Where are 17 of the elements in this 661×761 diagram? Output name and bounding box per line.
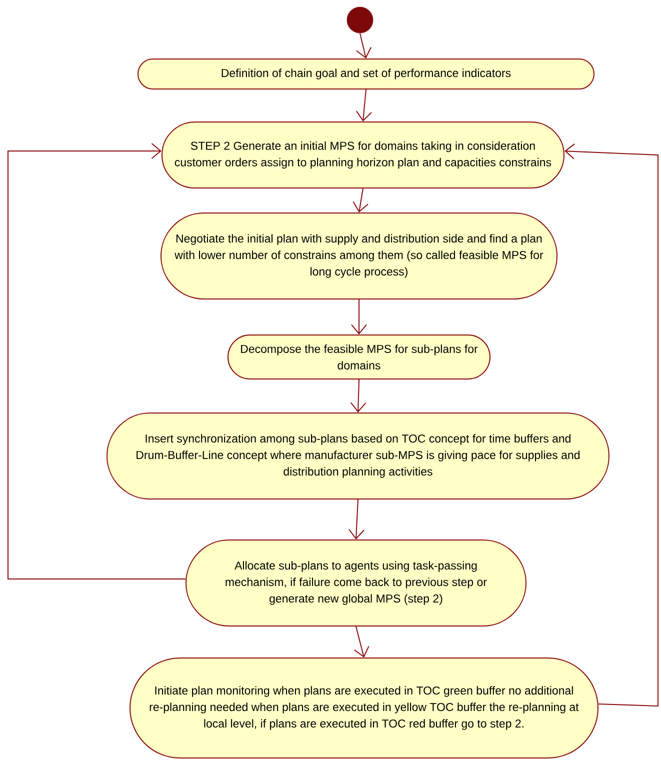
activity-box: Definition of chain goal and set of performance indicators: [138, 58, 594, 90]
arrow: [8, 143, 186, 580]
arrow: [354, 626, 370, 658]
activity-box: Allocate sub-plans to agents using task-passing mechanism, if failure come back to previous step or generate new global MPS (step 2): [186, 540, 526, 626]
arrow: [351, 299, 367, 334]
arrow: [352, 188, 368, 213]
activity-box: Initiate plan monitoring when plans are executed in TOC green buffer no additional re-planning needed when plans are executed in yellow TOC buffer the re-planning at local level, if plans are executed in TOC red buffer go to step 2.: [130, 658, 598, 758]
arrow: [356, 32, 372, 58]
activity-box: Insert synchronization among sub-plans based on TOC concept for time buffers and Drum-Buffer-Line concept where manufacturer sub-MPS is giving pace for supplies and distribution planning activities: [106, 412, 610, 500]
arrow: [348, 499, 364, 540]
activity-box: STEP 2 Generate an initial MPS for domains taking in consideration customer orders assign to planning horizon plan and capacities constrains: [162, 122, 564, 188]
activity-box: Decompose the feasible MPS for sub-plans for domains: [228, 334, 490, 380]
start-node: [346, 6, 374, 34]
arrow: [350, 379, 366, 412]
arrow: [356, 89, 372, 122]
arrow: [564, 143, 658, 707]
activity-box: Negotiate the initial plan with supply and distribution side and find a plan with lower number of constrains among them (so called feasible MPS for long cycle process): [160, 212, 558, 300]
